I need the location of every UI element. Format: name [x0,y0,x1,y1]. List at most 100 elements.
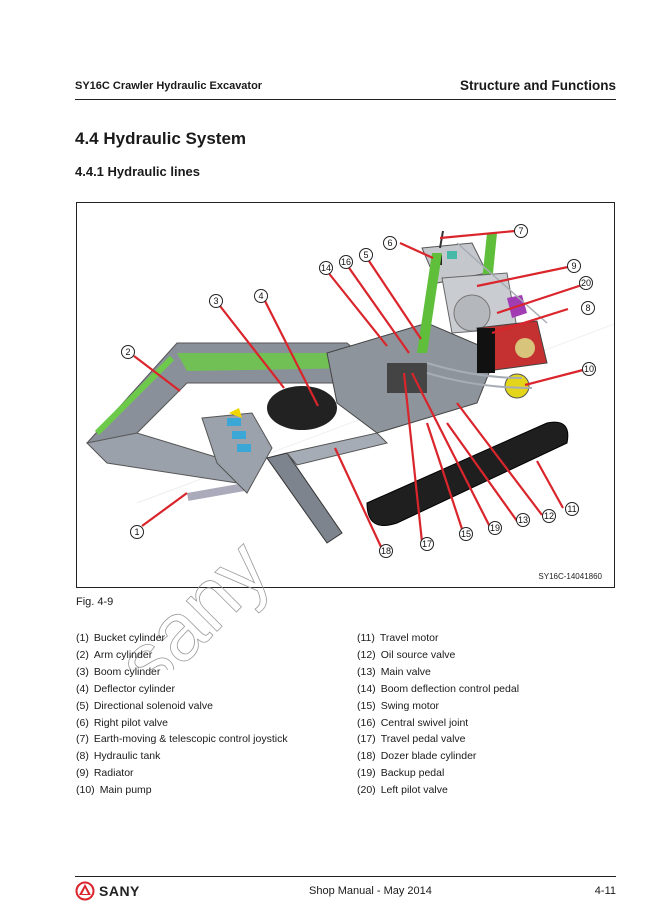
legend-item-label: Oil source valve [380,648,456,661]
callout-circle [420,537,434,551]
leader-8 [491,307,569,335]
callout-number: 12 [544,511,554,521]
legend-item: (8) Hydraulic tank [76,748,288,765]
leader-17 [402,372,424,543]
legend-item-number: (12) [357,648,376,661]
callout-number: 11 [567,504,576,514]
legend-item-number: (1) [76,632,89,644]
legend-item-number: (16) [357,716,376,729]
sany-logo-icon [75,881,95,901]
figure-code: SY16C-14041860 [538,572,602,581]
legend-item-number: (18) [357,750,376,763]
callout-number: 18 [381,546,391,556]
callout-number: 16 [341,257,351,267]
legend-item-number: (15) [357,699,376,712]
callout-circle [359,248,373,262]
callout-number: 14 [321,263,331,273]
callout-7: 7 [514,224,528,238]
legend-item-label: Deflector cylinder [93,682,175,695]
legend-item-label: Arm cylinder [93,648,153,661]
callout-number: 8 [585,303,590,313]
callout-18: 18 [379,544,393,558]
legend-item: (19) Backup pedal [357,765,519,782]
leader-10 [524,368,584,387]
legend-item: (13)Main valve [357,664,519,681]
legend-item-label: Dozer blade cylinder [380,750,477,763]
legend-item-label: Bucket cylinder [93,632,166,644]
legend-left-column: (1)Bucket cylinder(2)Arm cylinder(3)Boom… [76,630,288,799]
legend-right-column: (11)Travel motor(12) Oil source valve (13)… [357,630,519,799]
callout-number: 17 [422,539,432,549]
legend-item: (6) Right pilot valve [76,715,288,732]
callout-circle [319,261,333,275]
callout-circle [488,521,502,535]
callout-number: 10 [584,364,594,374]
legend-item-label: Right pilot valve [93,716,168,729]
callout-4: 4 [254,289,268,303]
callout-19: 19 [488,521,502,535]
callout-circle [579,276,593,290]
legend-item: (15)Swing motor [357,698,519,715]
callout-number: 13 [518,515,528,525]
callout-2: 2 [121,345,135,359]
leader-20 [496,283,583,315]
leader-1 [141,492,188,527]
callout-3: 3 [209,294,223,308]
subsection-heading: 4.4.1 Hydraulic lines [75,164,201,179]
callout-circle [581,301,595,315]
callout-number: 5 [363,250,368,260]
legend-item-number: (7) [76,733,89,746]
legend-item-number: (6) [76,716,89,729]
legend-item: (2) Arm cylinder [76,647,288,664]
legend-item-label: Hydraulic tank [93,750,161,763]
leader-13 [446,422,518,522]
legend-item-number: (9) [76,767,89,780]
callout-number: 6 [387,238,392,248]
callout-12: 12 [542,509,556,523]
leader-6 [399,241,434,260]
legend-item: (20)Left pilot valve [357,782,519,799]
legend-item-label: Boom deflection control pedal [380,682,520,695]
legend-item-label: Central swivel joint [380,716,469,729]
callout-circle [459,527,473,541]
leader-2 [133,355,181,392]
legend-item-number: (17) [357,733,376,746]
legend-item-number: (19) [357,767,376,780]
legend-item-number: (8) [76,750,89,763]
leader-19 [411,372,491,528]
callout-circle [516,513,530,527]
legend-item-number: (2) [76,648,89,661]
leader-14 [326,270,388,347]
leader-3 [219,305,285,389]
callout-15: 15 [459,527,473,541]
legend-item-label: Boom cylinder [93,665,161,678]
legend-item-label: Main pump [99,784,152,797]
callout-17: 17 [420,537,434,551]
boom-arm-assembly [85,342,378,501]
leader-9 [476,265,569,288]
callout-10: 10 [582,362,596,376]
section-heading: 4.4 Hydraulic System [75,129,247,148]
legend-item: (11)Travel motor [357,630,519,647]
callout-circle [130,525,144,539]
legend-item: (9)Radiator [76,765,288,782]
callout-6: 6 [383,236,397,250]
leader-15 [425,422,465,533]
legend-item: (17) Travel pedal valve [357,731,519,748]
leader-4 [264,300,319,407]
legend-item-label: Backup pedal [380,767,445,780]
callout-circle [121,345,135,359]
legend-item: (4)Deflector cylinder [76,681,288,698]
legend-item-label: Travel pedal valve [380,733,466,746]
legend-item-label: Earth-moving & telescopic control joysti… [93,733,288,746]
callout-number: 9 [571,261,576,271]
legend-item: (18) Dozer blade cylinder [357,748,519,765]
footer-divider [75,876,616,877]
callout-9: 9 [567,259,581,273]
callout-circle [514,224,528,238]
callout-circle [339,255,353,269]
callout-circle [383,236,397,250]
page-number: 4-11 [594,885,616,897]
callout-number: 1 [134,527,139,537]
